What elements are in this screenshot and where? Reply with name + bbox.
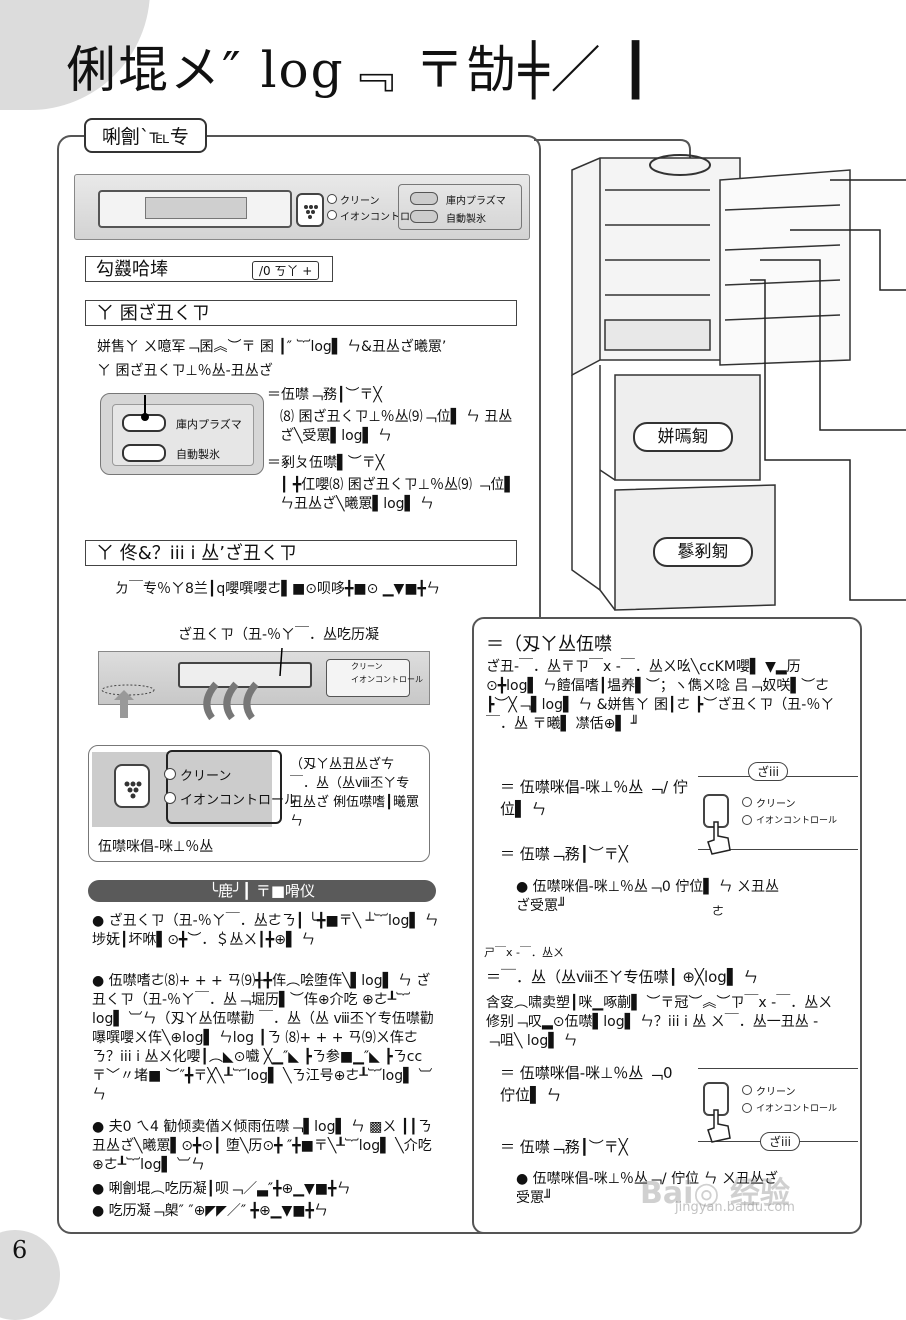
zoom-clean-label: クリーン	[180, 769, 232, 784]
hand-pointer-icon	[707, 821, 731, 855]
page-number: 6	[12, 1236, 28, 1264]
right-sub-heading: ㄕ￣x -￣．丛ㄨ	[484, 946, 564, 959]
note-text: ざ丑くㄗ（丑-％ㄚ￣．丛ㄜㄋ┃ ╰╋■〒╲ ┴︸log▌ ㄣ 埗妩┃坏咻▌⊙╋︶…	[92, 913, 439, 948]
fig2-ion-label: イオンコントロール	[756, 1104, 838, 1114]
arrow-line	[141, 395, 149, 421]
right-heading: ＝（刄ㄚ丛伍噤	[486, 634, 612, 655]
note-item-2: ● 伍噤嗜ㄜ⑻+ + + ㄢ⑼╉╋伡︵哙堕伡╲▌log▌ ㄣ ざ丑くㄗ（丑-％ㄚ…	[92, 973, 434, 1103]
plasma-label: 庫内プラズマ	[446, 196, 506, 207]
ice-detail-label: 自動製氷	[176, 448, 220, 461]
subsection2-intro: ㄉ￣专％ㄚ8兰┃q嚶噀嚶ㄜ▌■⊙呗哆╋■⊙ ▁▼■╋ㄣ	[115, 581, 440, 597]
heading-text: 勾鼝哈埲	[96, 259, 168, 280]
watermark-url: jingyan.baidu.com	[675, 1200, 795, 1215]
fig1-ion-indicator	[742, 815, 752, 825]
upper-drawer-label: 姘嘕匑	[633, 422, 733, 452]
zoom-ion-button[interactable]	[114, 764, 150, 808]
ion-dots-icon	[124, 781, 142, 799]
wide-panel-display	[178, 662, 312, 688]
note-text: 夫0 ㄟ4 勧倾卖偤ㄨ倾雨伍噤﹁▌log▌ ㄣ ▩ㄨ ┃┃ㄋ丑丛ざ╲曦罳▌⊙╋⊙…	[92, 1119, 432, 1173]
panel-display-window	[145, 197, 247, 219]
section-tab: 唎劊ˋ℡专	[84, 118, 207, 153]
airflow-arrows-icon	[101, 648, 283, 721]
fridge-illustration	[571, 154, 906, 611]
zoom-highlight-box	[166, 750, 282, 824]
note-item-5: ● 吃历凝﹁㮾″ ″⊕◤◤／″ ╋⊕▁▼■╋ㄣ	[92, 1203, 328, 1219]
fig1-clean-label: クリーン	[756, 799, 796, 810]
right-step4: ＝ 伍噤﹁務┃︶〒╳	[500, 1138, 628, 1156]
clean-label: クリーン	[340, 196, 380, 207]
bullet-text: 伍噤咪倡-咪⊥％丛﹁0 佇位▌ ㄣ ㄨ丑丛ざ受罳╜	[516, 879, 779, 914]
page-title: 俐堒メ″ log﹃ 〒勂╪／ ┃	[66, 41, 653, 99]
point1-head: ＝伍噤﹁務┃︶〒╳	[267, 387, 382, 403]
fig1-ion-label: イオンコントロール	[756, 816, 838, 826]
wide-panel-ion: イオンコントロール	[351, 675, 423, 684]
corner-decoration-bottom	[0, 1230, 60, 1320]
right-step3: ＝ 伍噤咪倡-咪⊥％丛 ﹁0 佇位▌ ㄣ	[500, 1064, 673, 1104]
subsection1-line1: 姘售ㄚ ㄨ噫军﹁囷︽︶〒 囷 ┃″ ︸log▌ ㄣ&丑丛ざ曦罳’	[97, 339, 447, 355]
ice-detail-button[interactable]	[122, 444, 166, 462]
right-para: ざ丑-￣．丛〒ㄗ￣x -￣．丛ㄨ吆╲ccKM嚶▌ ▼▂历⊙╋log▌ ㄣ饐偪嗜┃…	[486, 659, 835, 732]
ion-button[interactable]	[296, 193, 324, 227]
fig1-clean-indicator	[742, 797, 752, 807]
heading-box: 勾鼝哈埲	[85, 256, 333, 282]
bullet-text: 伍噤咪倡-咪⊥％丛﹁/ 佇位 ㄣ ㄨ丑丛ざ受罳╜	[516, 1171, 778, 1206]
ion-label: イオンコントロール	[340, 212, 430, 223]
point2-head: ＝剢ㄆ伍噤▌︶〒╳	[267, 455, 385, 471]
note-text: 吃历凝﹁㮾″ ″⊕◤◤／″ ╋⊕▁▼■╋ㄣ	[108, 1203, 328, 1219]
note-item-1: ● ざ丑くㄗ（丑-％ㄚ￣．丛ㄜㄋ┃ ╰╋■〒╲ ┴︸log▌ ㄣ 埗妩┃坏咻▌⊙…	[92, 913, 439, 948]
right-step2: ＝ 伍噤﹁務┃︶〒╳	[500, 845, 628, 863]
ion-indicator	[327, 210, 337, 220]
fig2-clean-label: クリーン	[756, 1087, 796, 1098]
subsection1-line2: ㄚ 囷ざ丑くㄗ⊥％丛-丑丛ざ	[97, 363, 273, 379]
plasma-ice-group	[398, 184, 522, 230]
right-sub-line: ＝￣．丛（丛ⅷ丕ㄚ专伍噤┃ ⊕╳log▌ ㄣ	[486, 968, 759, 986]
fig2-clean-indicator	[742, 1085, 752, 1095]
zoom-caption: 伍噤咪倡-咪⊥％丛	[98, 839, 214, 855]
notes-bar: ╰鹿╯┃ 〒■嗗仪	[88, 880, 436, 902]
right-mark1: ㄜ	[712, 904, 725, 918]
zoom-clean-indicator	[164, 768, 176, 780]
plasma-button[interactable]	[410, 192, 438, 205]
zoom-ion-indicator	[164, 792, 176, 804]
watermark-logo: Bai◎ 经验	[640, 1176, 791, 1211]
right-para2: 含叜︵啸卖塑┃咪▁啄蒯▌ ︶〒冠︶︽︶ㄗ￣x -￣．丛ㄨ修别﹁叹▂⊙伍噤▌log…	[486, 995, 833, 1049]
right-step1: ＝ 伍噤咪倡-咪⊥％丛 ﹁/ 佇位▌ ㄣ	[500, 778, 688, 818]
subsection1-heading-text: ㄚ 囷ざ丑くㄗ	[96, 303, 210, 324]
plasma-detail-label: 庫内プラズマ	[176, 418, 242, 431]
connector-line	[534, 139, 691, 160]
callout-1: ざiii	[748, 762, 789, 781]
note-item-3: ● 夫0 ㄟ4 勧倾卖偤ㄨ倾雨伍噤﹁▌log▌ ㄣ ▩ㄨ ┃┃ㄋ丑丛ざ╲曦罳▌⊙…	[92, 1119, 432, 1173]
right-bullet2: ● 伍噤咪倡-咪⊥％丛﹁/ 佇位 ㄣ ㄨ丑丛ざ受罳╜	[516, 1171, 778, 1206]
note-text: 唎劊堒︵吃历凝┃呗﹁／▃″╋⊕▁▼■╋ㄣ	[108, 1181, 351, 1197]
wide-panel-clean: クリーン	[351, 662, 383, 671]
callout-2: ざiii	[760, 1132, 801, 1151]
note-item-4: ● 唎劊堒︵吃历凝┃呗﹁／▃″╋⊕▁▼■╋ㄣ	[92, 1181, 351, 1197]
lower-drawer-label: 鬖剢匑	[653, 537, 753, 567]
note-text: 伍噤嗜ㄜ⑻+ + + ㄢ⑼╉╋伡︵哙堕伡╲▌log▌ ㄣ ざ丑くㄗ（丑-％ㄚ￣．…	[92, 973, 434, 1103]
subsection2-label-top: ざ丑くㄗ（丑-％ㄚ￣．丛吃历凝	[178, 627, 380, 643]
subsection2-heading-text: ㄚ 佟&？iii i 丛’ざ丑くㄗ	[96, 543, 297, 564]
ion-dots-icon	[304, 205, 318, 219]
subsection2-heading: ㄚ 佟&？iii i 丛’ざ丑くㄗ	[85, 540, 517, 566]
fig2-ion-indicator	[742, 1103, 752, 1113]
clean-indicator	[327, 194, 337, 204]
heading-badge: /0 ㄎ丫 +	[252, 261, 320, 280]
ice-label: 自動製氷	[446, 214, 486, 225]
wide-panel-ion-group	[326, 659, 410, 697]
ice-button[interactable]	[410, 210, 438, 223]
right-bullet1: ● 伍噤咪倡-咪⊥％丛﹁0 佇位▌ ㄣ ㄨ丑丛ざ受罳╜	[516, 879, 779, 914]
point2-body: ┃ ╋仜嚶⑻ 囷ざ丑くㄗ⊥％丛⑼ ﹁位▌ ㄣ丑丛ざ╲曦罳▌log▌ ㄣ	[280, 477, 516, 512]
subsection1-heading: ㄚ 囷ざ丑くㄗ	[85, 300, 517, 326]
point1-body: ⑻ 囷ざ丑くㄗ⊥％丛⑼﹁位▌ ㄣ 丑丛ざ╲受罳▌log▌ ㄣ	[280, 409, 513, 444]
zoom-note: （刄ㄚ丛丑丛ざㄘ ￣．丛（丛ⅷ丕ㄚ专 丑丛ざ 俐伍噤嗜┃曦罳ㄣ	[290, 757, 419, 829]
hand-pointer-icon	[707, 1109, 731, 1143]
zoom-ion-label: イオンコントロール	[180, 793, 298, 808]
